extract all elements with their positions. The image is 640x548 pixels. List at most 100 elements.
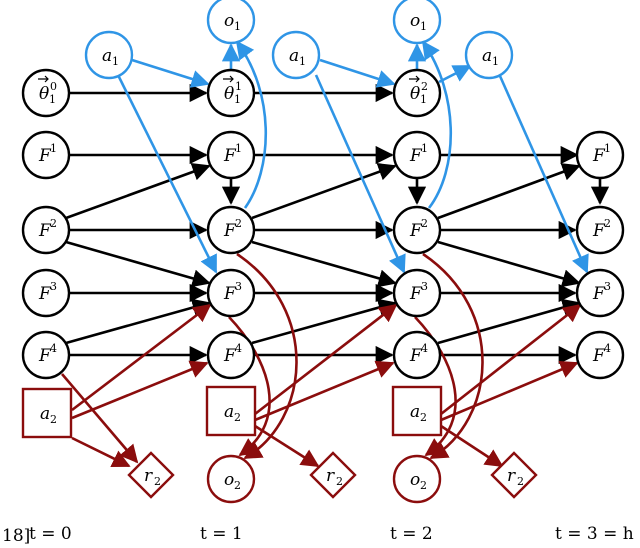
node-a2-t1-shape (205, 385, 257, 437)
node-f4-t0-label: F4 (38, 342, 57, 366)
node-o1-t1-label: o1 (224, 11, 241, 33)
node-f1-t0: F1 (21, 130, 71, 180)
node-f1-t3-shape (575, 130, 625, 180)
node-f4-t1-shape (206, 330, 256, 380)
node-a1-t2-label: a1 (482, 46, 499, 68)
edge-a2-1-f3-2 (254, 303, 398, 416)
node-a1-t0-shape (84, 30, 134, 80)
node-a2-t2-shape (391, 385, 443, 437)
edge-a2-1-r2 (254, 424, 320, 468)
edge-a2-0-f4-1 (71, 360, 209, 420)
node-f3-t0: F3 (21, 268, 71, 318)
edge-f2-2-f3-3 (437, 240, 581, 288)
node-o2-t1-label: o2 (224, 470, 241, 492)
node-a1-t2: a1 (464, 30, 514, 80)
node-a2-t1-label: a2 (224, 402, 241, 424)
node-f1-t1-label: F1 (223, 142, 242, 166)
edge-f3-2-o2-curve (414, 316, 457, 457)
node-f3-t3-label: F3 (592, 280, 611, 304)
node-f1-t0-label: F1 (38, 142, 57, 166)
node-a1-t1: a1 (271, 30, 321, 80)
edge-f2-1-f3-2 (251, 240, 397, 288)
time-labels: 18] t = 0 t = 1 t = 2 t = 3 = h (2, 524, 634, 546)
node-a2-t0-shape (21, 387, 73, 439)
node-a2-t2-label: a2 (410, 402, 427, 424)
edge-f2-2-f1-3 (437, 163, 581, 220)
node-a2-t0-label: a2 (40, 404, 57, 426)
edge-f2-1-o1 (235, 40, 268, 209)
time-label-t2: t = 2 (390, 524, 433, 544)
edge-a1-0-theta1 (131, 58, 210, 88)
node-f2-t2-shape (392, 205, 442, 255)
node-o1-t1: o1 (206, 0, 256, 45)
node-a1-t1-shape (271, 30, 321, 80)
node-f4-t2-shape (392, 330, 442, 380)
node-theta-t1-shape (206, 68, 256, 118)
edge-a2-0-f3-1 (71, 303, 212, 412)
node-f1-t1: F1 (206, 130, 256, 180)
node-f2-t1-label: F2 (223, 217, 242, 241)
node-o2-t1-shape (206, 454, 256, 504)
node-o2-t2-label: o2 (410, 470, 427, 492)
node-theta-t0-shape (21, 68, 71, 118)
node-f2-t3: F2 (575, 205, 625, 255)
edge-a1-1-f3-2 (314, 74, 406, 274)
node-o2-t2: o2 (392, 454, 442, 504)
node-o2-t2-shape (392, 454, 442, 504)
node-f2-t0-label: F2 (38, 217, 57, 241)
node-f4-t2-label: F4 (409, 342, 428, 366)
node-f2-t1-shape (206, 205, 256, 255)
edge-f4-1-f3-2 (251, 298, 397, 345)
red-edges (61, 252, 582, 468)
edge-a2-1-f4-2 (254, 360, 395, 422)
node-a1-t2-shape (464, 30, 514, 80)
node-a1-t0: a1 (84, 30, 134, 80)
node-f4-t1: F4 (206, 330, 256, 380)
time-prefix: 18] (2, 526, 30, 546)
edge-a2-2-r2 (440, 424, 504, 468)
node-f4-t0: F4 (21, 330, 71, 380)
node-f3-t2-label: F3 (409, 280, 428, 304)
node-theta-t0-vector-arrow (38, 75, 49, 83)
edge-a2-2-f4-3 (440, 360, 579, 422)
edge-f2-1-f1-2 (251, 163, 397, 220)
black-edges (65, 83, 610, 365)
node-f1-t1-shape (206, 130, 256, 180)
node-f1-t2: F1 (392, 130, 442, 180)
node-o1-t2-label: o1 (410, 11, 427, 33)
edge-f4-2-f3-3 (437, 298, 581, 345)
node-a2-t1: a2 (205, 385, 257, 437)
node-r2-t3-shape (490, 451, 538, 499)
node-f3-t2: F3 (392, 268, 442, 318)
edge-f2-0-f1-1 (65, 163, 211, 220)
blue-edges (116, 40, 589, 274)
node-f1-t0-shape (21, 130, 71, 180)
node-f1-t3: F1 (575, 130, 625, 180)
node-o1-t1-shape (206, 0, 256, 45)
node-f2-t3-shape (575, 205, 625, 255)
node-r2-t2-shape (309, 451, 357, 499)
time-label-t3: t = 3 = h (555, 524, 634, 544)
node-a2-t2: a2 (391, 385, 443, 437)
edge-a1-2-f3-3 (498, 75, 589, 274)
node-f2-t1: F2 (206, 205, 256, 255)
node-theta-t1-vector-arrow (223, 75, 234, 83)
node-a1-t1-label: a1 (289, 46, 306, 68)
node-a2-t0: a2 (21, 387, 73, 439)
node-f2-t3-label: F2 (592, 217, 611, 241)
node-f1-t2-label: F1 (409, 142, 428, 166)
node-f1-t2-shape (392, 130, 442, 180)
node-f4-t1-label: F4 (223, 342, 242, 366)
node-f4-t3: F4 (575, 330, 625, 380)
node-theta-t2-shape (392, 68, 442, 118)
